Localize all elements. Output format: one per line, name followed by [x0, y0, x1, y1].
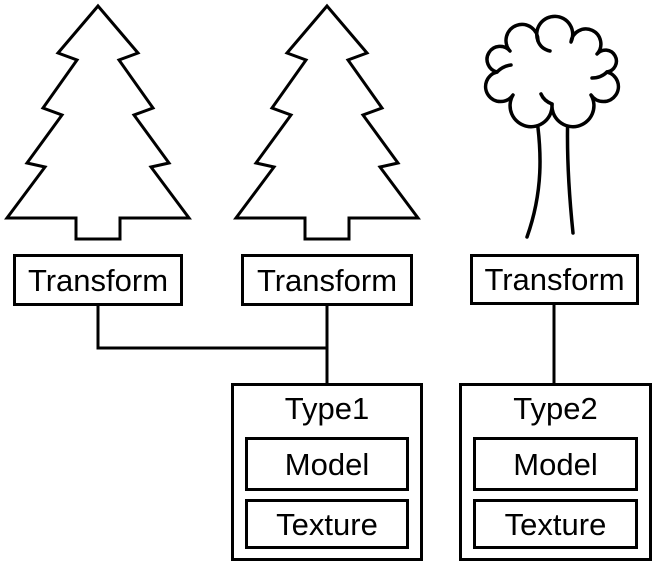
pine-tree-1 — [4, 3, 192, 241]
broadleaf-canopy — [483, 14, 621, 129]
type2-title: Type2 — [513, 391, 598, 426]
type2-box: Type2 Model Texture — [459, 383, 652, 561]
canopy-tail-left — [495, 63, 513, 74]
type1-title: Type1 — [284, 391, 370, 426]
transform-box-2: Transform — [241, 254, 413, 306]
type1-texture-label: Texture — [276, 506, 378, 542]
canopy-overlap-tails — [495, 39, 609, 106]
canopy-tail-top — [536, 39, 552, 53]
transform-box-3: Transform — [470, 254, 639, 305]
type2-texture-label: Texture — [504, 506, 607, 542]
type1-texture-box: Texture — [245, 499, 409, 549]
type2-texture-box: Texture — [473, 499, 638, 549]
canopy-tail-bottom — [539, 92, 554, 106]
transform-label-2: Transform — [256, 262, 398, 298]
transform-box-1: Transform — [13, 254, 183, 306]
connector-transform1-to-type1 — [96, 306, 327, 350]
canopy-tail-right — [590, 70, 609, 80]
broadleaf-trunk-left — [525, 111, 542, 239]
transform-label-3: Transform — [484, 262, 625, 297]
type2-model-label: Model — [513, 446, 598, 482]
type1-box: Type1 Model Texture — [231, 383, 423, 561]
broadleaf-trunk-right — [565, 109, 575, 235]
type2-model-box: Model — [473, 437, 638, 491]
type1-model-box: Model — [245, 437, 409, 491]
pine-tree-2 — [233, 3, 421, 241]
transform-label-1: Transform — [27, 262, 169, 298]
type1-model-label: Model — [284, 446, 370, 482]
